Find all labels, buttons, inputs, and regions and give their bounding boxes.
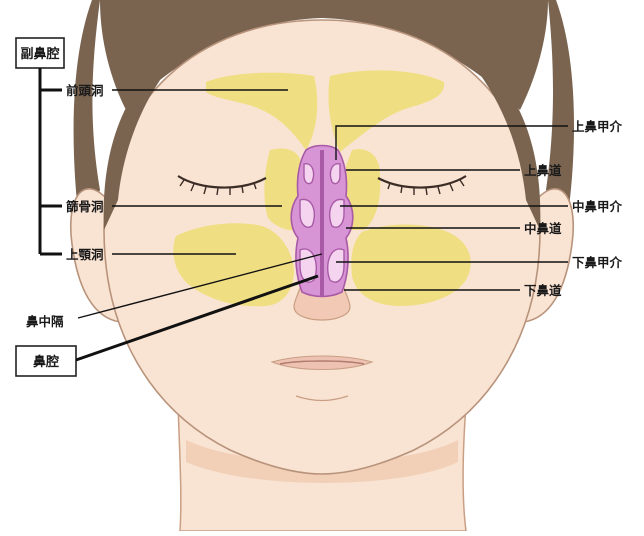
- inferior-meatus-label: 下鼻道: [524, 283, 562, 298]
- nasal-septum-label: 鼻中隔: [26, 314, 64, 329]
- nasal-cavity-label: 鼻腔: [33, 354, 59, 370]
- sinus-bracket: [40, 68, 62, 254]
- sinus-group-label: 副鼻腔: [20, 46, 59, 62]
- middle-turbinate-label: 中鼻甲介: [572, 199, 623, 214]
- superior-meatus-label: 上鼻道: [524, 163, 562, 178]
- inferior-turbinate-label: 下鼻甲介: [572, 255, 623, 270]
- middle-meatus-label: 中鼻道: [524, 221, 562, 236]
- nasal-cavity-shape: [291, 146, 353, 297]
- superior-turbinate-label: 上鼻甲介: [572, 119, 623, 134]
- frontal-sinus-label: 前頭洞: [66, 83, 104, 98]
- maxillary-sinus-label: 上顎洞: [66, 247, 104, 262]
- ethmoid-sinus-label: 篩骨洞: [66, 199, 104, 214]
